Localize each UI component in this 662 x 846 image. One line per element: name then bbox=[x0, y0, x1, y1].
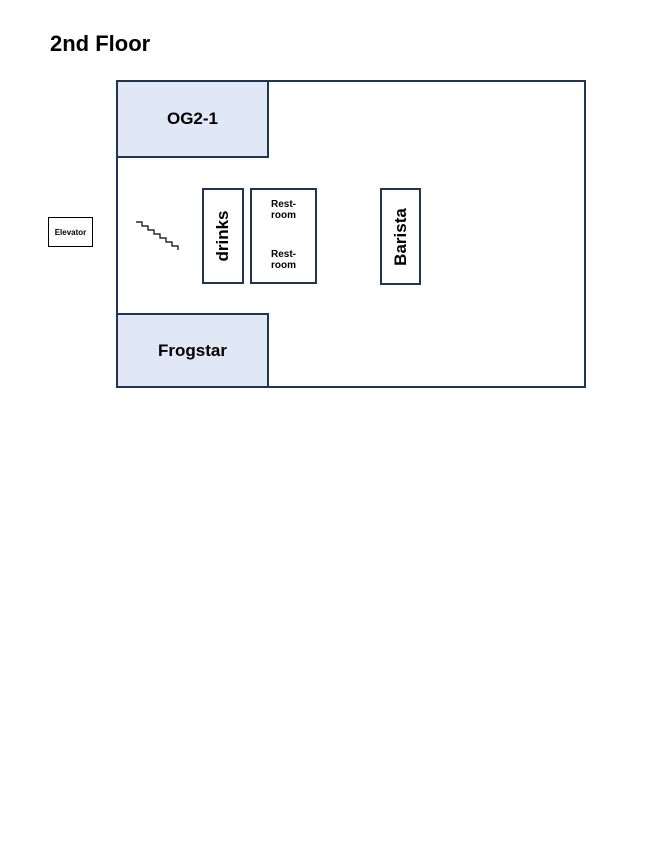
room-og2-1: OG2-1 bbox=[116, 80, 269, 158]
elevator-label: Elevator bbox=[54, 227, 87, 237]
drinks-area: drinks bbox=[202, 188, 244, 284]
barista-area: Barista bbox=[380, 188, 421, 285]
page-title: 2nd Floor bbox=[50, 31, 151, 56]
room-frogstar: Frogstar bbox=[116, 313, 269, 388]
restroom-label-top: Rest- room bbox=[270, 199, 296, 221]
room-og2-1-label: OG2-1 bbox=[166, 109, 219, 128]
room-frogstar-label: Frogstar bbox=[158, 340, 227, 360]
stairs-icon bbox=[136, 221, 179, 250]
restroom-label-bottom: Rest- room bbox=[270, 249, 296, 271]
elevator-box: Elevator bbox=[48, 217, 93, 247]
barista-label: Barista bbox=[390, 207, 410, 266]
drinks-label: drinks bbox=[213, 210, 232, 262]
restroom-block: Rest- room Rest- room bbox=[250, 188, 317, 284]
